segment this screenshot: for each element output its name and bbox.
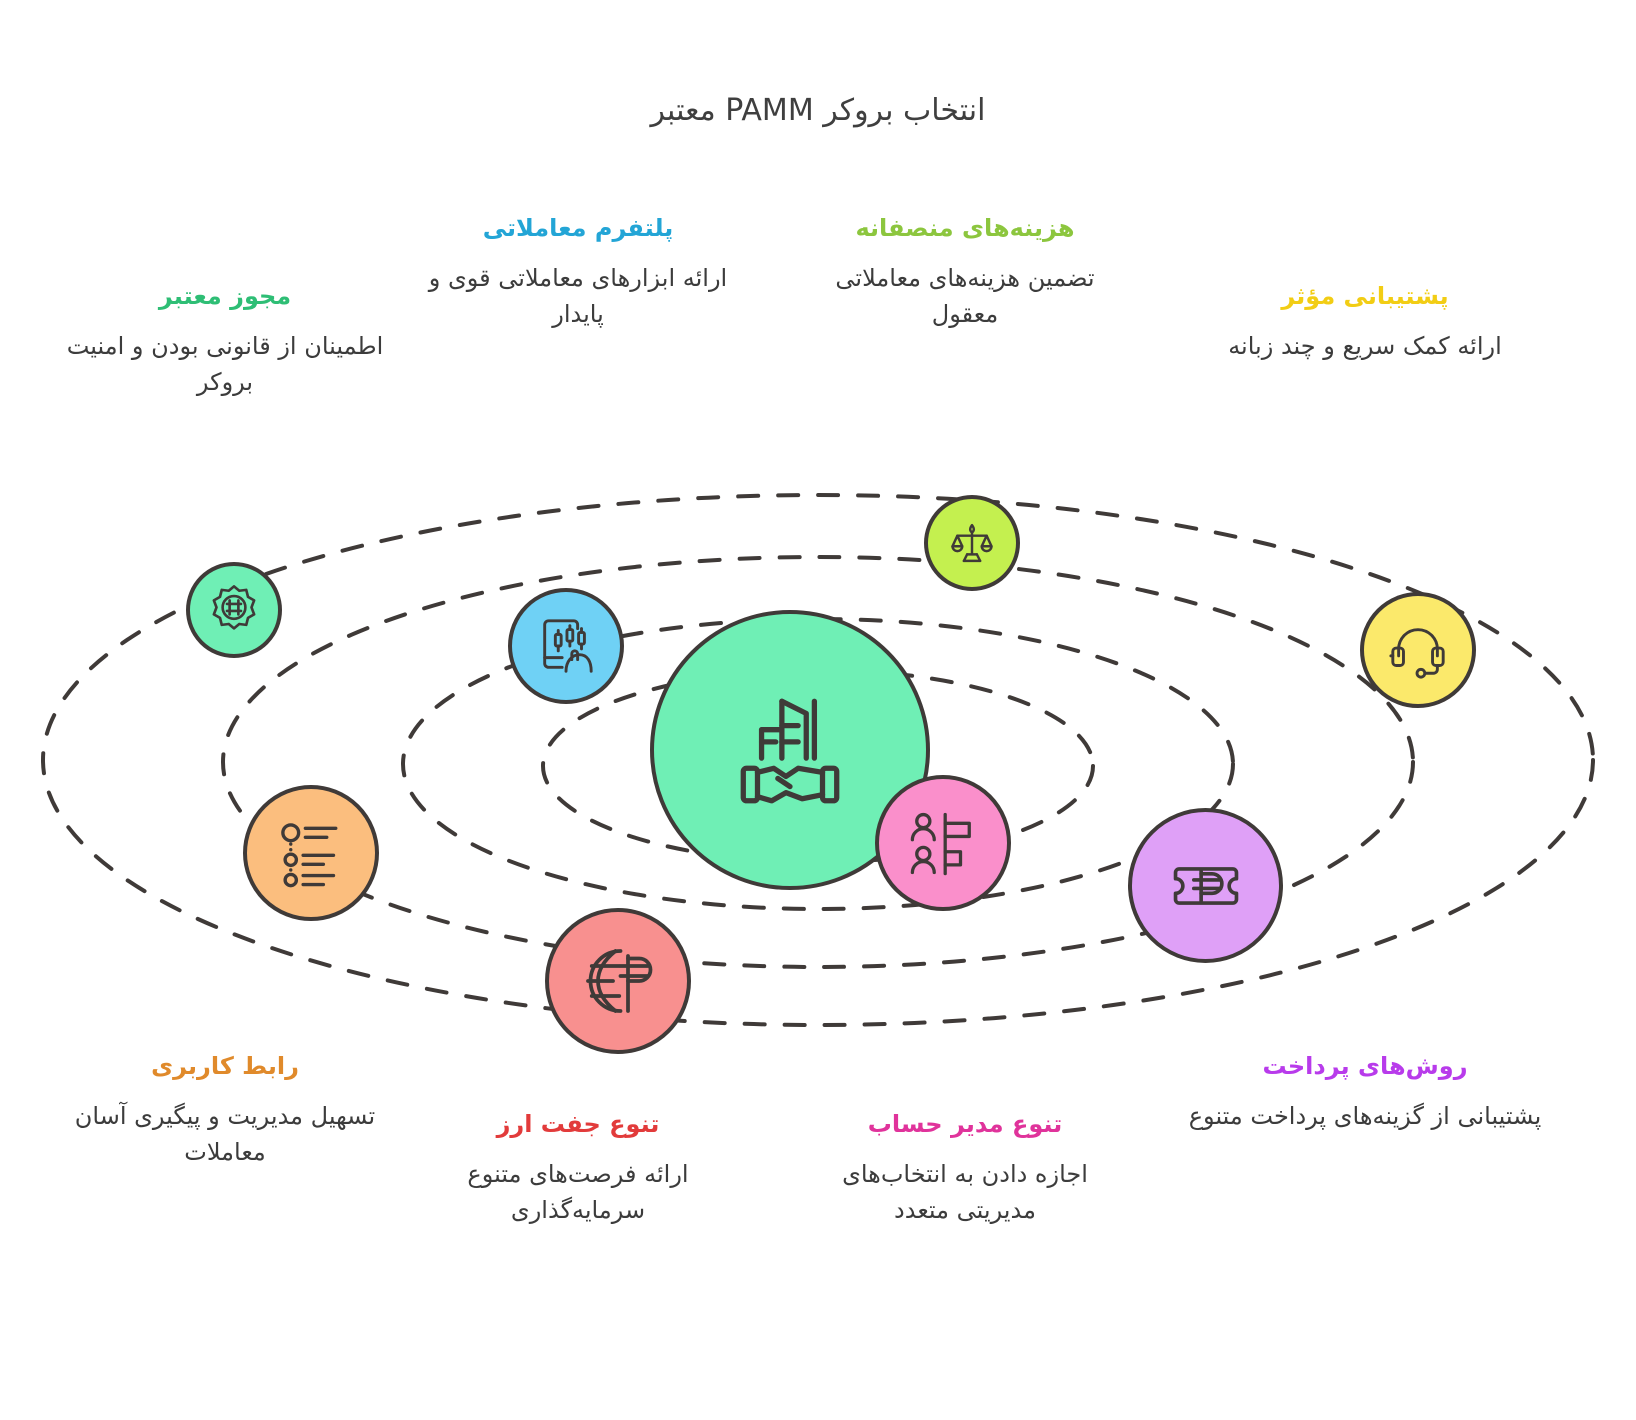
handshake-flag-icon (725, 685, 855, 815)
label-license-body: اطمینان از قانونی بودن و امنیت بروکر (66, 332, 384, 397)
node-manager[interactable] (875, 775, 1011, 911)
node-support[interactable] (1360, 592, 1476, 708)
mobile-candlestick-chart-icon (535, 615, 597, 677)
label-manager-heading: تنوع مدیر حساب (867, 1110, 1063, 1138)
node-payment[interactable] (1128, 808, 1283, 963)
checklist-timeline-icon (275, 817, 347, 889)
node-interface[interactable] (243, 785, 379, 921)
label-fees: هزینه‌های منصفانه تضمین هزینه‌های معاملا… (800, 212, 1130, 332)
label-manager-body: اجازه دادن به انتخاب‌های مدیریتی متعدد (800, 1156, 1130, 1228)
label-platform-heading: پلتفرم معاملاتی (482, 214, 674, 242)
label-license: مجوز معتبر اطمینان از قانونی بودن و امنی… (40, 280, 410, 400)
label-license-heading: مجوز معتبر (158, 282, 292, 310)
label-interface-heading: رابط کاربری (151, 1052, 299, 1080)
label-payment-body: پشتیبانی از گزینه‌های پرداخت متنوع (1188, 1102, 1542, 1131)
label-interface-body: تسهیل مدیریت و پیگیری آسان معاملات (74, 1102, 376, 1167)
label-manager: تنوع مدیر حساب اجازه دادن به انتخاب‌های … (800, 1108, 1130, 1228)
headset-icon (1387, 619, 1449, 681)
label-manager-body-line2: مدیریتی متعدد (894, 1196, 1036, 1225)
label-support: پشتیبانی مؤثر ارائه کمک سریع و چند زبانه (1180, 280, 1550, 364)
label-manager-body-line1: اجازه دادن به انتخاب‌های (842, 1160, 1088, 1189)
label-currency-body: ارائه فرصت‌های متنوع سرمایه‌گذاری (467, 1160, 689, 1225)
page-title: انتخاب بروکر PAMM معتبر (650, 93, 986, 128)
label-fees-heading: هزینه‌های منصفانه (855, 214, 1075, 242)
label-support-heading: پشتیبانی مؤثر (1281, 282, 1449, 310)
balance-scales-icon (946, 517, 998, 569)
label-platform-body: ارائه ابزارهای معاملاتی قوی و پایدار (428, 264, 728, 329)
label-currency: تنوع جفت ارز ارائه فرصت‌های متنوع سرمایه… (413, 1108, 743, 1228)
people-bar-chart-icon (908, 808, 978, 878)
node-currency[interactable] (545, 908, 691, 1054)
node-license[interactable] (186, 562, 282, 658)
label-payment-heading: روش‌های پرداخت (1262, 1052, 1468, 1080)
label-payment: روش‌های پرداخت پشتیبانی از گزینه‌های پرد… (1180, 1050, 1550, 1134)
globe-currency-icon (578, 941, 658, 1021)
node-fees[interactable] (924, 495, 1020, 591)
label-fees-body: تضمین هزینه‌های معاملاتی معقول (835, 264, 1095, 329)
certificate-badge-icon (206, 582, 262, 638)
label-support-body: ارائه کمک سریع و چند زبانه (1228, 332, 1502, 361)
label-platform: پلتفرم معاملاتی ارائه ابزارهای معاملاتی … (413, 212, 743, 332)
label-interface: رابط کاربری تسهیل مدیریت و پیگیری آسان م… (40, 1050, 410, 1170)
banknote-currency-icon (1167, 847, 1245, 925)
label-currency-heading: تنوع جفت ارز (496, 1110, 660, 1138)
node-platform[interactable] (508, 588, 624, 704)
